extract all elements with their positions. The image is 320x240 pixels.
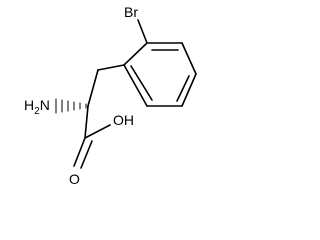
alpha-carboxyl-bond [84, 105, 89, 139]
amine-subscript-label: 2 [34, 106, 40, 117]
amine-label: H2N [24, 97, 50, 117]
bromine-label: Br [124, 4, 138, 20]
ring-double-bond-inner-3 [130, 65, 153, 101]
c-o-double-bond-2 [80, 140, 93, 169]
ring-ch2-bond [97, 64, 125, 71]
c-br-bond [137, 19, 148, 44]
ring-double-bond-inner-2 [176, 75, 190, 102]
hydroxyl-label: OH [113, 112, 134, 128]
ch2-alpha-bond [87, 69, 99, 107]
amine-n-label: N [40, 97, 50, 113]
benzene-ring [123, 42, 197, 107]
ring-bond-4 [181, 73, 197, 107]
c-oh-bond [84, 124, 111, 139]
amine-h-label: H [24, 97, 34, 113]
carbonyl-oxygen-label: O [69, 171, 80, 187]
ring-bond-6 [123, 64, 148, 107]
chemical-structure-diagram: Br H2N OH O [24, 4, 197, 187]
amine-hashed-wedge [55, 98, 87, 114]
ring-bond-3 [181, 42, 197, 75]
c-o-double-bond-1 [73, 137, 86, 167]
ring-bond-1 [123, 42, 148, 66]
